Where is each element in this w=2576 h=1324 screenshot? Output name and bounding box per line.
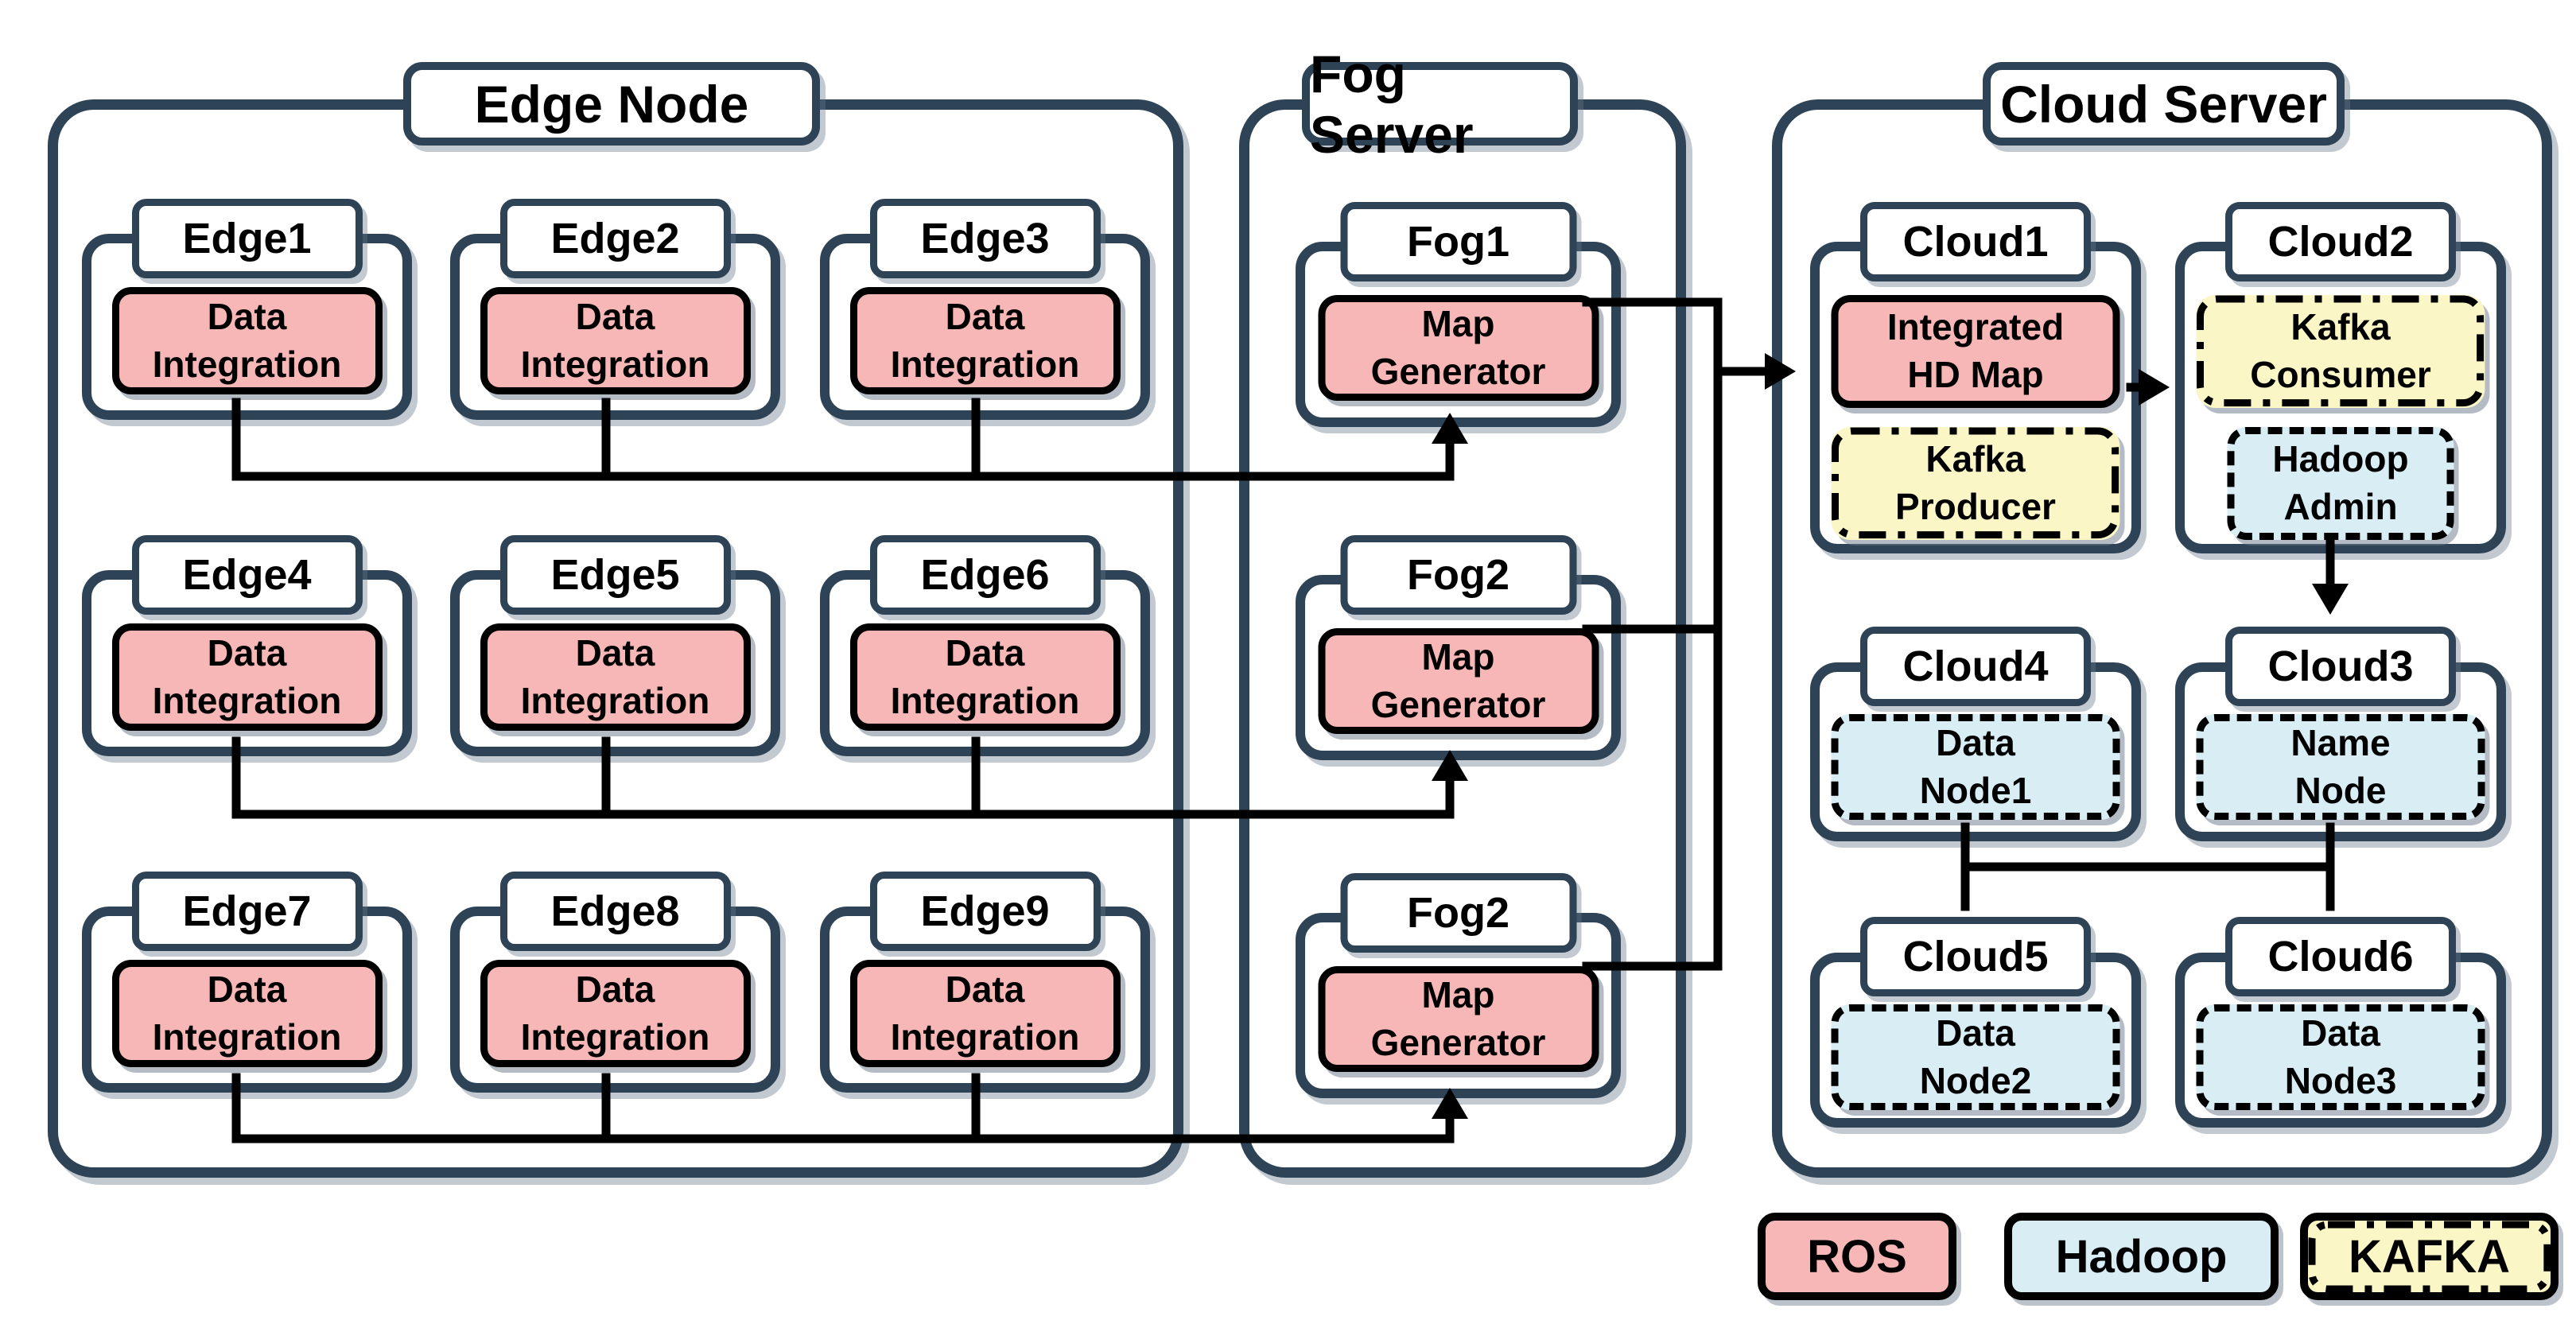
node-edge8: Edge8 Data Integration [450, 872, 780, 1093]
arrow-into-fog3 [1432, 1088, 1468, 1119]
component-data-integration: Data Integration [849, 623, 1121, 731]
arrow-into-cloud1 [1765, 353, 1796, 390]
node-label: Cloud5 [1860, 917, 2091, 996]
node-label: Edge4 [131, 535, 363, 615]
bus-row2 [231, 736, 1455, 819]
node-fog3: Fog2 Map Generator [1296, 873, 1621, 1098]
component-kafka-consumer: Kafka Consumer [2196, 295, 2485, 408]
node-fog1: Fog1 Map Generator [1296, 202, 1621, 427]
component-data-integration: Data Integration [480, 623, 751, 731]
node-label: Cloud3 [2225, 627, 2456, 706]
edge-node-section-title: Edge Node [403, 62, 820, 146]
node-cloud4: Cloud4 Data Node1 [1810, 627, 2141, 841]
component-data-integration: Data Integration [480, 960, 751, 1067]
component-map-generator: Map Generator [1318, 966, 1599, 1072]
node-label: Edge7 [131, 872, 363, 951]
component-integrated-hd-map: Integrated HD Map [1831, 295, 2120, 408]
node-label: Edge9 [869, 872, 1101, 951]
legend-kafka: KAFKA [2300, 1213, 2559, 1300]
node-cloud1: Cloud1 Integrated HD Map Kafka Producer [1810, 202, 2141, 553]
node-edge9: Edge9 Data Integration [820, 872, 1150, 1093]
node-edge3: Edge3 Data Integration [820, 199, 1150, 420]
bus-row1 [231, 398, 1455, 481]
node-cloud6: Cloud6 Data Node3 [2175, 917, 2506, 1128]
cloud-server-section: Cloud Server Cloud1 Integrated HD Map Ka… [1772, 62, 2552, 1178]
node-cloud2: Cloud2 Kafka Consumer Hadoop Admin [2175, 202, 2506, 553]
node-label: Fog2 [1340, 535, 1576, 615]
legend-hadoop: Hadoop [2004, 1213, 2279, 1300]
node-label: Edge3 [869, 199, 1101, 278]
dashdot-border [2197, 295, 2485, 407]
node-cloud5: Cloud5 Data Node2 [1810, 917, 2141, 1128]
component-hadoop-admin: Hadoop Admin [2227, 427, 2454, 540]
component-data-node2: Data Node2 [1831, 1004, 2120, 1110]
bus-row3 [231, 1073, 1455, 1143]
node-label: Cloud6 [2225, 917, 2456, 996]
node-label: Edge5 [499, 535, 731, 615]
fog-trunk [1582, 297, 1772, 971]
component-map-generator: Map Generator [1318, 295, 1599, 401]
component-data-integration: Data Integration [480, 287, 751, 394]
node-label: Edge1 [131, 199, 363, 278]
node-edge5: Edge5 Data Integration [450, 535, 780, 756]
component-data-node1: Data Node1 [1831, 714, 2120, 820]
legend-ros: ROS [1758, 1213, 1956, 1300]
component-data-node3: Data Node3 [2196, 1004, 2485, 1110]
component-data-integration: Data Integration [111, 287, 383, 394]
arrow-into-fog2 [1432, 750, 1468, 781]
node-label: Cloud4 [1860, 627, 2091, 706]
arrow-into-cloud2 [2139, 369, 2170, 406]
component-data-integration: Data Integration [849, 960, 1121, 1067]
component-data-integration: Data Integration [849, 287, 1121, 394]
node-edge7: Edge7 Data Integration [82, 872, 412, 1093]
node-label: Edge8 [499, 872, 731, 951]
node-label: Edge6 [869, 535, 1101, 615]
cloud-server-section-title: Cloud Server [1983, 62, 2345, 146]
node-label: Fog2 [1340, 873, 1576, 953]
node-edge1: Edge1 Data Integration [82, 199, 412, 420]
node-edge4: Edge4 Data Integration [82, 535, 412, 756]
component-data-integration: Data Integration [111, 960, 383, 1067]
component-map-generator: Map Generator [1318, 628, 1599, 734]
arrow-into-fog1 [1432, 413, 1468, 444]
node-label: Cloud1 [1860, 202, 2091, 281]
node-cloud3: Cloud3 Name Node [2175, 627, 2506, 841]
node-edge2: Edge2 Data Integration [450, 199, 780, 420]
node-edge6: Edge6 Data Integration [820, 535, 1150, 756]
dashdot-border [2308, 1221, 2551, 1293]
edge-node-section: Edge Node Edge1 Data Integration Edge2 D… [48, 62, 1183, 1178]
dashdot-border [1832, 427, 2119, 539]
component-data-integration: Data Integration [111, 623, 383, 731]
node-fog2: Fog2 Map Generator [1296, 535, 1621, 760]
arrow-into-cloud3 [2312, 584, 2349, 615]
hadoop-h-connector [1960, 822, 2335, 911]
node-label: Edge2 [499, 199, 731, 278]
node-label: Cloud2 [2225, 202, 2456, 281]
fog-server-section: Fog Server Fog1 Map Generator Fog2 Map G… [1239, 45, 1686, 1178]
node-label: Fog1 [1340, 202, 1576, 281]
component-name-node: Name Node [2196, 714, 2485, 820]
component-kafka-producer: Kafka Producer [1831, 427, 2120, 540]
